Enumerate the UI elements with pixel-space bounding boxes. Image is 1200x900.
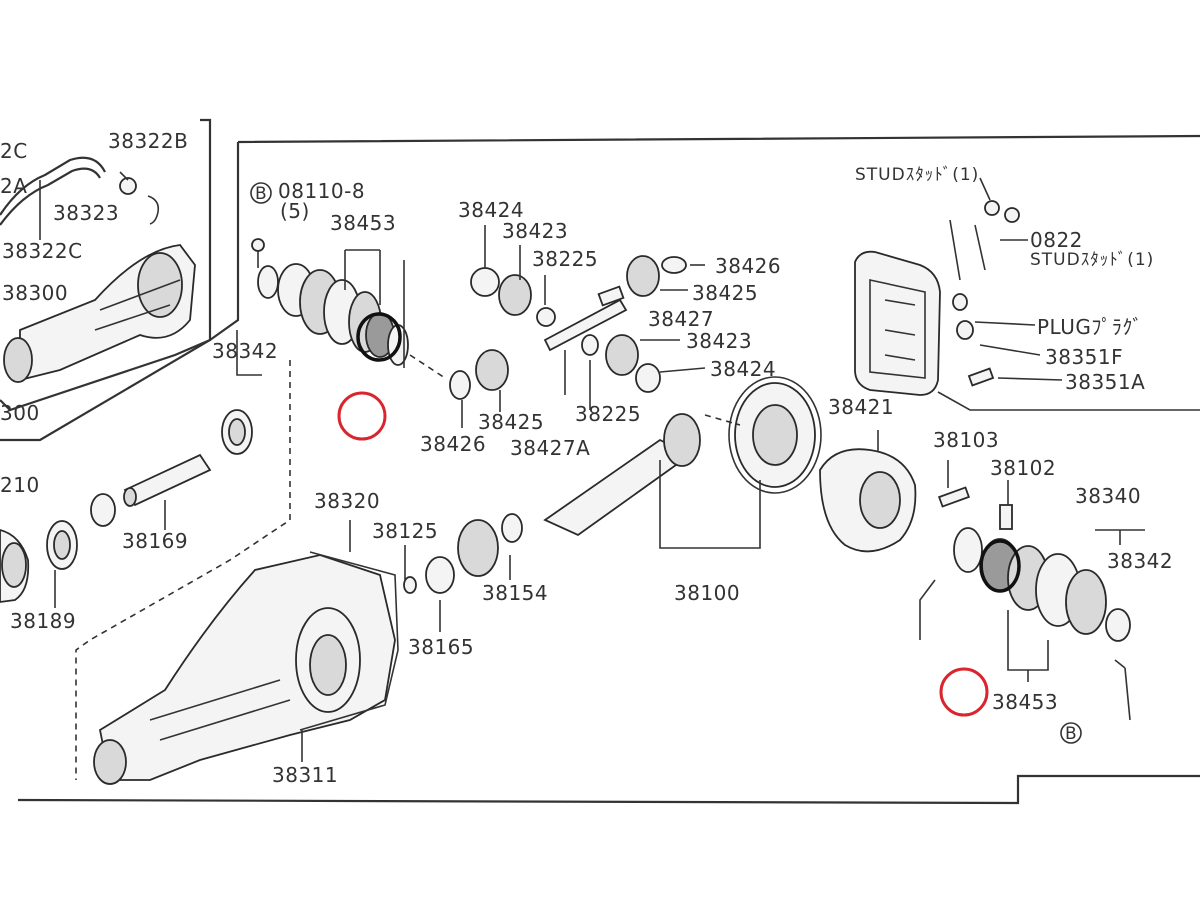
drive-pinion <box>543 413 741 537</box>
label-38189: 38189 <box>10 609 76 633</box>
red-marker-right <box>939 667 989 717</box>
label-2c: 2C <box>0 139 28 163</box>
label-38322b: 38322B <box>108 129 188 153</box>
label-38423-top: 38423 <box>502 219 568 243</box>
label-38453-right: 38453 <box>992 690 1058 714</box>
label-38453-left: 38453 <box>330 211 396 235</box>
label-38427a: 38427A <box>510 436 590 460</box>
label-38323: 38323 <box>53 201 119 225</box>
differential-gears <box>449 255 687 400</box>
label-38125: 38125 <box>372 519 438 543</box>
label-38421: 38421 <box>828 395 894 419</box>
left-axle-parts <box>0 409 253 603</box>
red-marker-left <box>337 391 387 441</box>
pinion-bearings <box>403 513 523 594</box>
label-38311: 38311 <box>272 763 338 787</box>
label-38154: 38154 <box>482 581 548 605</box>
label-210: 210 <box>0 473 40 497</box>
label-38351a: 38351A <box>1065 370 1145 394</box>
label-stud-top: STUDｽﾀｯﾄﾞ(1) <box>855 165 979 185</box>
label-38340: 38340 <box>1075 484 1141 508</box>
label-38351f: 38351F <box>1045 345 1123 369</box>
axle-housing-small <box>3 244 196 383</box>
breather-pipe <box>0 156 160 240</box>
label-38320: 38320 <box>314 489 380 513</box>
leader-lines <box>54 171 1145 762</box>
label-38165: 38165 <box>408 635 474 659</box>
label-38322c: 38322C <box>2 239 83 263</box>
black-marker-left <box>356 312 402 362</box>
ring-gear <box>728 376 822 494</box>
b-marker-circle <box>250 182 272 204</box>
label-38102: 38102 <box>990 456 1056 480</box>
label-bolt-qty: (5) <box>280 199 310 223</box>
label-38426-top: 38426 <box>715 254 781 278</box>
rear-cover <box>854 200 1200 411</box>
right-bearing-assembly <box>919 486 1131 721</box>
label-2a: 2A <box>0 174 27 198</box>
label-b-marker: B <box>255 184 268 204</box>
label-stud-bottom: STUDｽﾀｯﾄﾞ(1) <box>1030 250 1154 270</box>
label-38300-bottom: 300 <box>0 401 40 425</box>
label-38300-top: 38300 <box>2 281 68 305</box>
label-0822: 0822 <box>1030 228 1083 252</box>
label-38425-bottom: 38425 <box>478 410 544 434</box>
label-38342-right: 38342 <box>1107 549 1173 573</box>
label-38169: 38169 <box>122 529 188 553</box>
black-marker-right <box>979 539 1021 593</box>
label-38103: 38103 <box>933 428 999 452</box>
left-bearing-assembly <box>251 238 446 379</box>
label-b-marker-2: B <box>1065 724 1078 744</box>
label-bolt-ref: 08110-8 <box>278 179 365 203</box>
carrier-housing <box>93 551 399 785</box>
label-38423-bottom: 38423 <box>686 329 752 353</box>
label-38424-top: 38424 <box>458 198 524 222</box>
dashed-guide-left <box>75 360 291 780</box>
label-plug: PLUGﾌﾟﾗｸﾞ <box>1037 315 1143 339</box>
label-38424-bottom: 38424 <box>710 357 776 381</box>
label-38427: 38427 <box>648 307 714 331</box>
label-38225-bottom: 38225 <box>575 402 641 426</box>
differential-case <box>819 430 917 553</box>
label-38225-top: 38225 <box>532 247 598 271</box>
b-marker-circle-2 <box>1060 722 1082 744</box>
label-38426-bottom: 38426 <box>420 432 486 456</box>
label-38425-top: 38425 <box>692 281 758 305</box>
upper-left-frame <box>0 118 212 412</box>
label-38342-left: 38342 <box>212 339 278 363</box>
label-38100: 38100 <box>674 581 740 605</box>
part-labels: 2C 38322B 2A 38323 38322C 38300 300 210 … <box>0 129 1173 787</box>
